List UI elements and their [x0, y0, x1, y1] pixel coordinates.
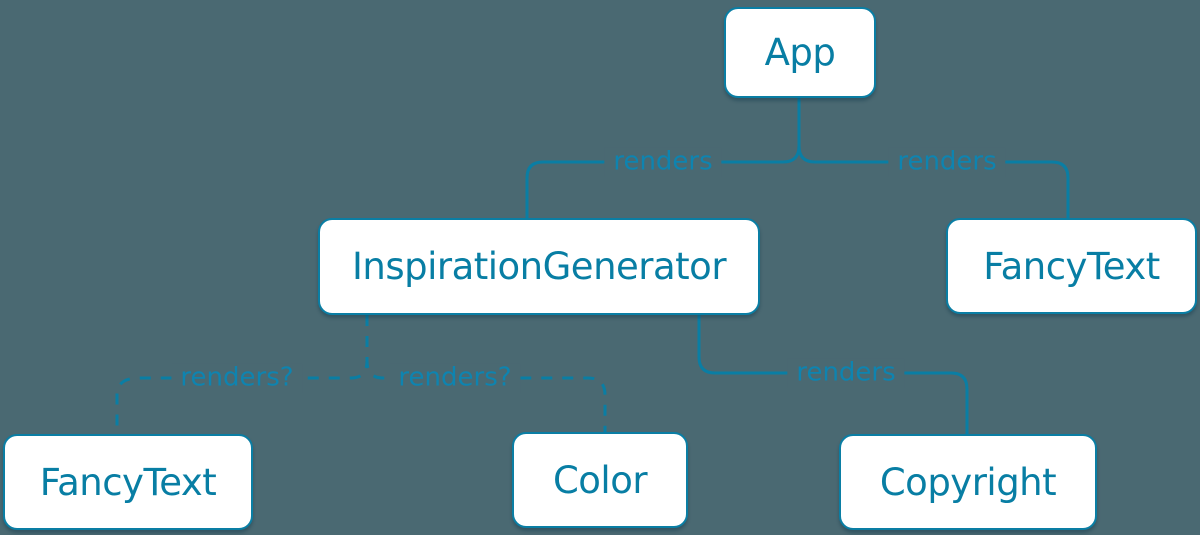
node-fancy-text-bottom-label: FancyText [39, 460, 217, 504]
node-copyright-label: Copyright [879, 460, 1057, 504]
node-fancy-text-bottom: FancyText [3, 434, 253, 530]
node-fancy-text-top: FancyText [946, 218, 1197, 314]
node-inspiration-generator-label: InspirationGenerator [351, 245, 727, 288]
node-color-label: Color [552, 458, 648, 502]
node-app: App [724, 7, 876, 98]
node-fancy-text-top-label: FancyText [983, 244, 1160, 288]
edge-label-app-inspirationgenerator: renders [604, 148, 722, 177]
node-app-label: App [764, 31, 836, 74]
edge-label-app-fancytext: renders [888, 148, 1006, 177]
edge-label-inspirationgenerator-color: renders? [389, 364, 521, 393]
node-inspiration-generator: InspirationGenerator [318, 218, 760, 315]
node-copyright: Copyright [839, 434, 1097, 530]
edge-label-inspirationgenerator-copyright: renders [787, 359, 905, 388]
edge-label-inspirationgenerator-fancytext: renders? [171, 364, 303, 393]
node-color: Color [512, 432, 688, 528]
